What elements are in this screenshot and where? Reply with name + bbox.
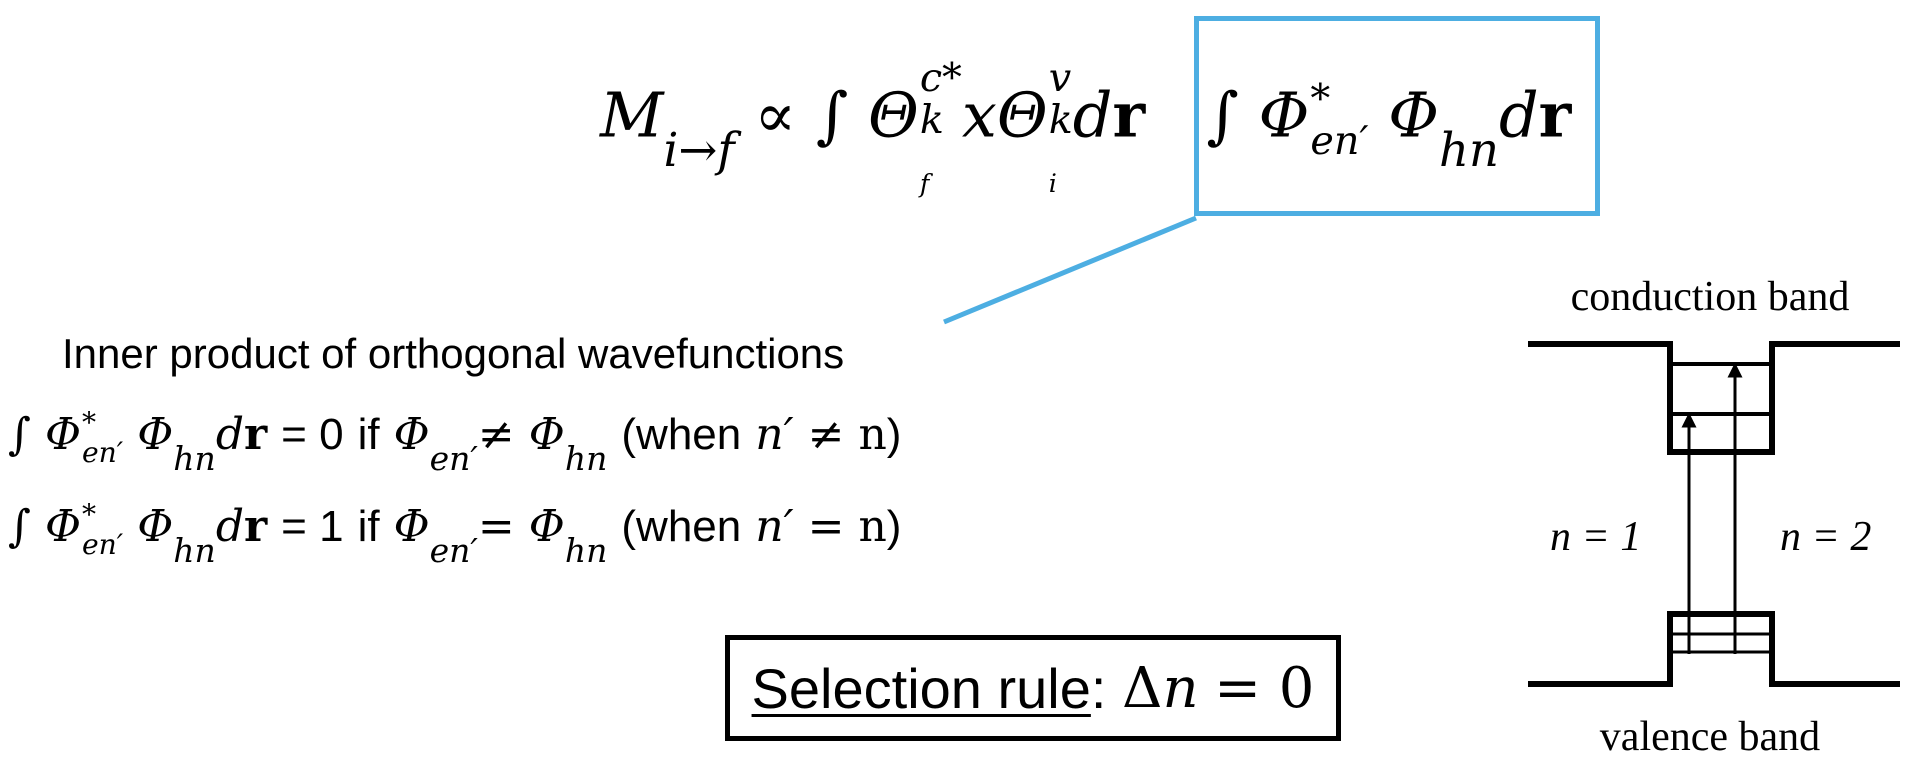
valence-band-label: valence band: [1600, 714, 1820, 758]
phi1-superscript: *: [1310, 75, 1331, 122]
equals-one: = 1: [281, 502, 344, 552]
integral-symbol: ∫: [8, 501, 31, 553]
theta1-subsubscript: f: [919, 168, 930, 199]
phi-symbol: Φ: [528, 501, 565, 553]
equals-zero: = 0: [281, 410, 344, 460]
phi-subscript: hn: [173, 439, 216, 479]
phi-subscript: en′: [82, 527, 124, 561]
if-text: if: [357, 502, 380, 552]
valence-band-edge: [1528, 611, 1900, 687]
d-symbol: d: [215, 501, 244, 553]
selection-rule-label: Selection rule: [751, 656, 1091, 720]
phi-symbol: Φ: [528, 409, 565, 461]
band-diagram: conduction band valence band n = 1 n = 2: [1528, 274, 1900, 758]
d-symbol: d: [215, 409, 244, 461]
n-symbol: n: [858, 409, 887, 461]
phi-symbol: Φ: [393, 501, 430, 553]
phi-subscript: hn: [564, 531, 608, 571]
n2-label: n = 2: [1780, 514, 1871, 560]
r-vector-2: r: [1538, 78, 1572, 152]
d-symbol-1: d: [1072, 78, 1113, 152]
close-paren: ): [886, 502, 902, 552]
theta-symbol-2: Θ: [996, 78, 1048, 152]
n-prime: n′: [755, 409, 794, 461]
conduction-band-label: conduction band: [1571, 274, 1850, 320]
n-symbol: n: [1162, 655, 1199, 721]
r-vector: r: [243, 409, 268, 461]
n-prime: n′: [755, 501, 794, 553]
n1-label: n = 1: [1550, 514, 1641, 560]
m-subscript: i→f: [663, 123, 735, 178]
phi-symbol-2: Φ: [1388, 78, 1440, 152]
equal-symbol: =: [477, 501, 515, 553]
theta2-subsubscript: i: [1048, 168, 1057, 199]
integral-symbol: ∫: [8, 409, 31, 461]
m-symbol: M: [600, 78, 664, 152]
callout-connector: [943, 215, 1197, 325]
proportional-symbol: ∝: [754, 78, 797, 152]
n-symbol: n: [858, 501, 887, 553]
theta1-superscript: c*: [919, 55, 962, 101]
phi-superscript: *: [82, 406, 97, 439]
delta-symbol: Δ: [1121, 655, 1163, 721]
phi-symbol: Φ: [44, 501, 82, 553]
if-text: if: [357, 410, 380, 460]
highlight-box: [1194, 16, 1600, 216]
selection-rule-colon: :: [1090, 656, 1107, 720]
integral-symbol-2: ∫: [1206, 78, 1239, 152]
phi1-subscript: en′: [1310, 117, 1369, 164]
phi-symbol-1: Φ: [1258, 78, 1310, 152]
d-symbol-2: d: [1498, 78, 1539, 152]
phi2-subscript: hn: [1439, 123, 1499, 178]
phi-symbol: Φ: [393, 409, 430, 461]
phi-symbol: Φ: [137, 501, 174, 553]
phi-symbol: Φ: [137, 409, 174, 461]
relation-symbol: ≠: [807, 409, 845, 461]
phi-subscript: hn: [173, 531, 216, 571]
phi-symbol: Φ: [44, 409, 82, 461]
when-open: (when: [621, 502, 742, 552]
not-equal-symbol: ≠: [477, 409, 515, 461]
orthogonality-condition-2: ∫ Φ*en′ Φhndr = 1 if Φen′= Φhn (when n′ …: [8, 498, 902, 567]
phi-subscript: en′: [429, 439, 478, 479]
orthogonality-condition-1: ∫ Φ*en′ Φhndr = 0 if Φen′≠ Φhn (when n′ …: [8, 406, 902, 475]
relation-symbol: =: [807, 501, 845, 553]
inner-product-title: Inner product of orthogonal wavefunction…: [62, 330, 845, 377]
phi-subscript: hn: [564, 439, 608, 479]
integral-symbol-1: ∫: [815, 78, 849, 152]
theta2-superscript: v: [1048, 55, 1072, 101]
r-vector-1: r: [1112, 78, 1146, 152]
theta-symbol-1: Θ: [867, 78, 919, 152]
when-open: (when: [621, 410, 742, 460]
equals-zero: = 0: [1214, 655, 1315, 721]
theta1-subscript: k: [919, 96, 944, 143]
x-operator: x: [961, 78, 997, 152]
r-vector: r: [243, 501, 268, 553]
phi-subscript: en′: [429, 531, 478, 571]
close-paren: ): [886, 410, 902, 460]
phi-subscript: en′: [82, 435, 124, 469]
theta2-subscript: k: [1048, 96, 1073, 143]
conduction-band-edge: [1528, 341, 1900, 455]
phi-superscript: *: [82, 498, 97, 531]
